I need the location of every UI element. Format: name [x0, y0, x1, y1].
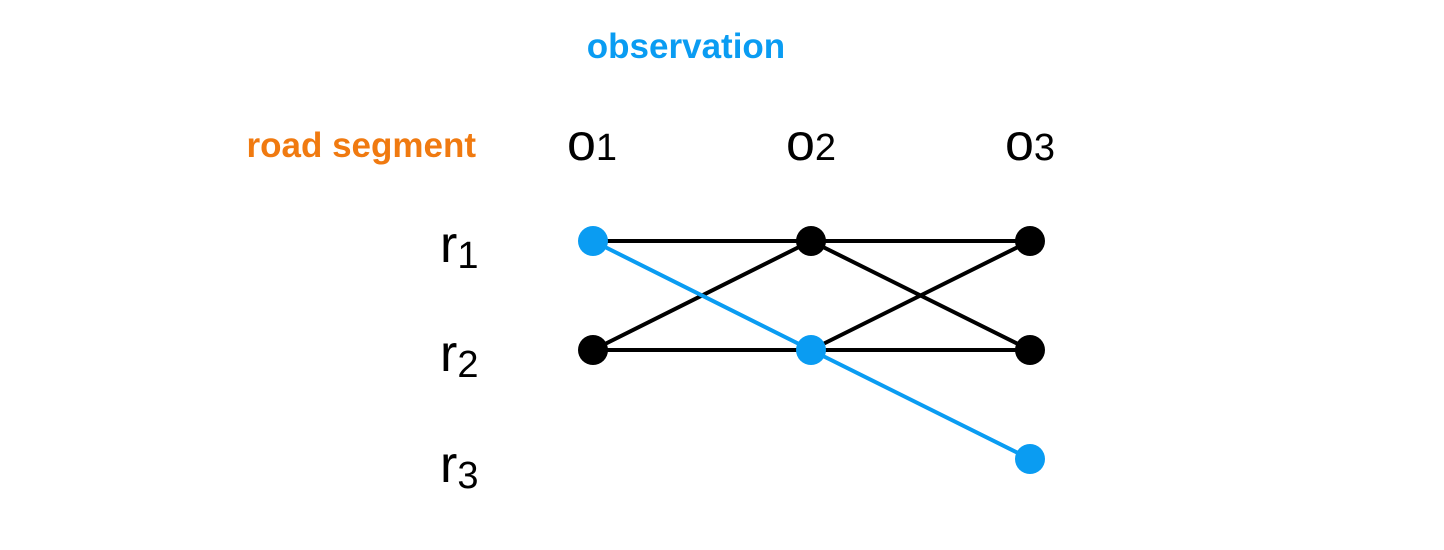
observation-label: o2: [786, 114, 836, 172]
candidate-node: [796, 226, 826, 256]
candidate-node: [578, 335, 608, 365]
observation-label: o1: [567, 114, 617, 172]
labels-layer: o1 o2 o3 r1 r2 r3: [440, 114, 1055, 497]
path-edge-highlight: [809, 348, 1032, 461]
observation-title: observation: [587, 27, 785, 66]
candidate-node: [1015, 335, 1045, 365]
nodes-layer: [578, 226, 1045, 474]
transition-edge: [809, 239, 1032, 352]
candidate-node-highlight: [1015, 444, 1045, 474]
road-segment-label: r1: [440, 216, 478, 277]
candidate-node-highlight: [578, 226, 608, 256]
path-edge-highlight: [591, 239, 813, 352]
road-segment-label: r2: [440, 325, 478, 386]
road-segment-label: r3: [440, 436, 478, 497]
road-segment-title: road segment: [247, 126, 477, 165]
edges-layer: [591, 239, 1032, 461]
candidate-node: [1015, 226, 1045, 256]
observation-label: o3: [1005, 114, 1055, 172]
candidate-node-highlight: [796, 335, 826, 365]
